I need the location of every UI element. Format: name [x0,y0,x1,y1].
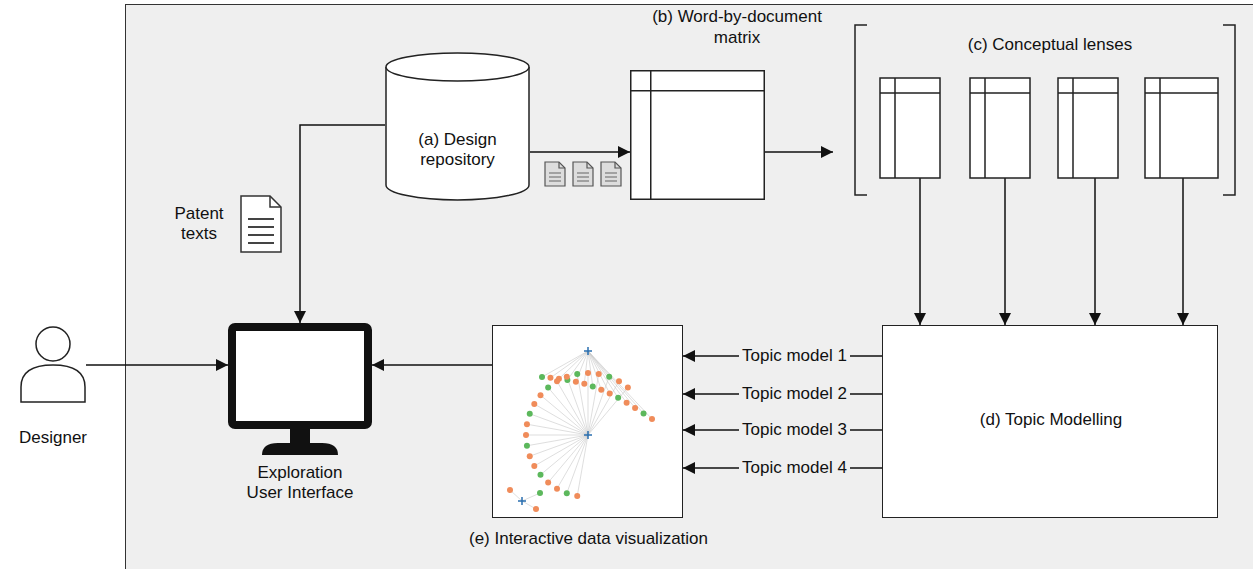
database-cylinder: (a) Design repository [385,52,530,200]
monitor-icon: Exploration User Interface [228,323,372,457]
matrix-label: (b) Word-by-document matrix [645,7,830,48]
process-label: (d) Topic Modelling [901,410,1201,430]
document-label: Patent texts [166,204,232,245]
connector-arrow [530,151,630,153]
connector-arrow [372,364,492,366]
person-icon: Designer [20,325,86,403]
edge-label: Topic model 1 [739,346,850,366]
document-icon-shape [240,195,282,253]
monitor-icon-shape [228,323,372,457]
connector-arrow [1182,178,1184,325]
process-box: (d) Topic Modelling [882,325,1218,518]
interface-label: Exploration User Interface [240,463,360,504]
matrix-table-shape [630,70,765,200]
connector-arrow [86,364,228,366]
connector-arrow [1004,178,1006,325]
connector-arrow [765,151,833,153]
network-illustration [507,347,655,512]
connector-arrow [300,125,385,323]
repository-label: (a) Design repository [408,130,508,171]
connector-arrow [919,178,921,325]
connector-arrow [1094,178,1096,325]
document-icon: Patent texts [240,195,282,253]
visualization-box: (e) Interactive data visualization [492,325,683,518]
matrix-table: (b) Word-by-document matrix [630,70,765,200]
lens-group: (c) Conceptual lenses [833,25,1235,178]
edge-label: Topic model 3 [739,420,850,440]
edge-label: Topic model 4 [739,458,850,478]
actor-label: Designer [8,428,98,448]
database-cylinder-shape [385,52,530,200]
visualization-box-shape [492,325,683,518]
document-icons [545,162,621,186]
person-icon-shape [20,325,86,403]
visualization-label: (e) Interactive data visualization [424,529,754,549]
edge-label: Topic model 2 [739,384,850,404]
lens-label: (c) Conceptual lenses [950,35,1150,55]
